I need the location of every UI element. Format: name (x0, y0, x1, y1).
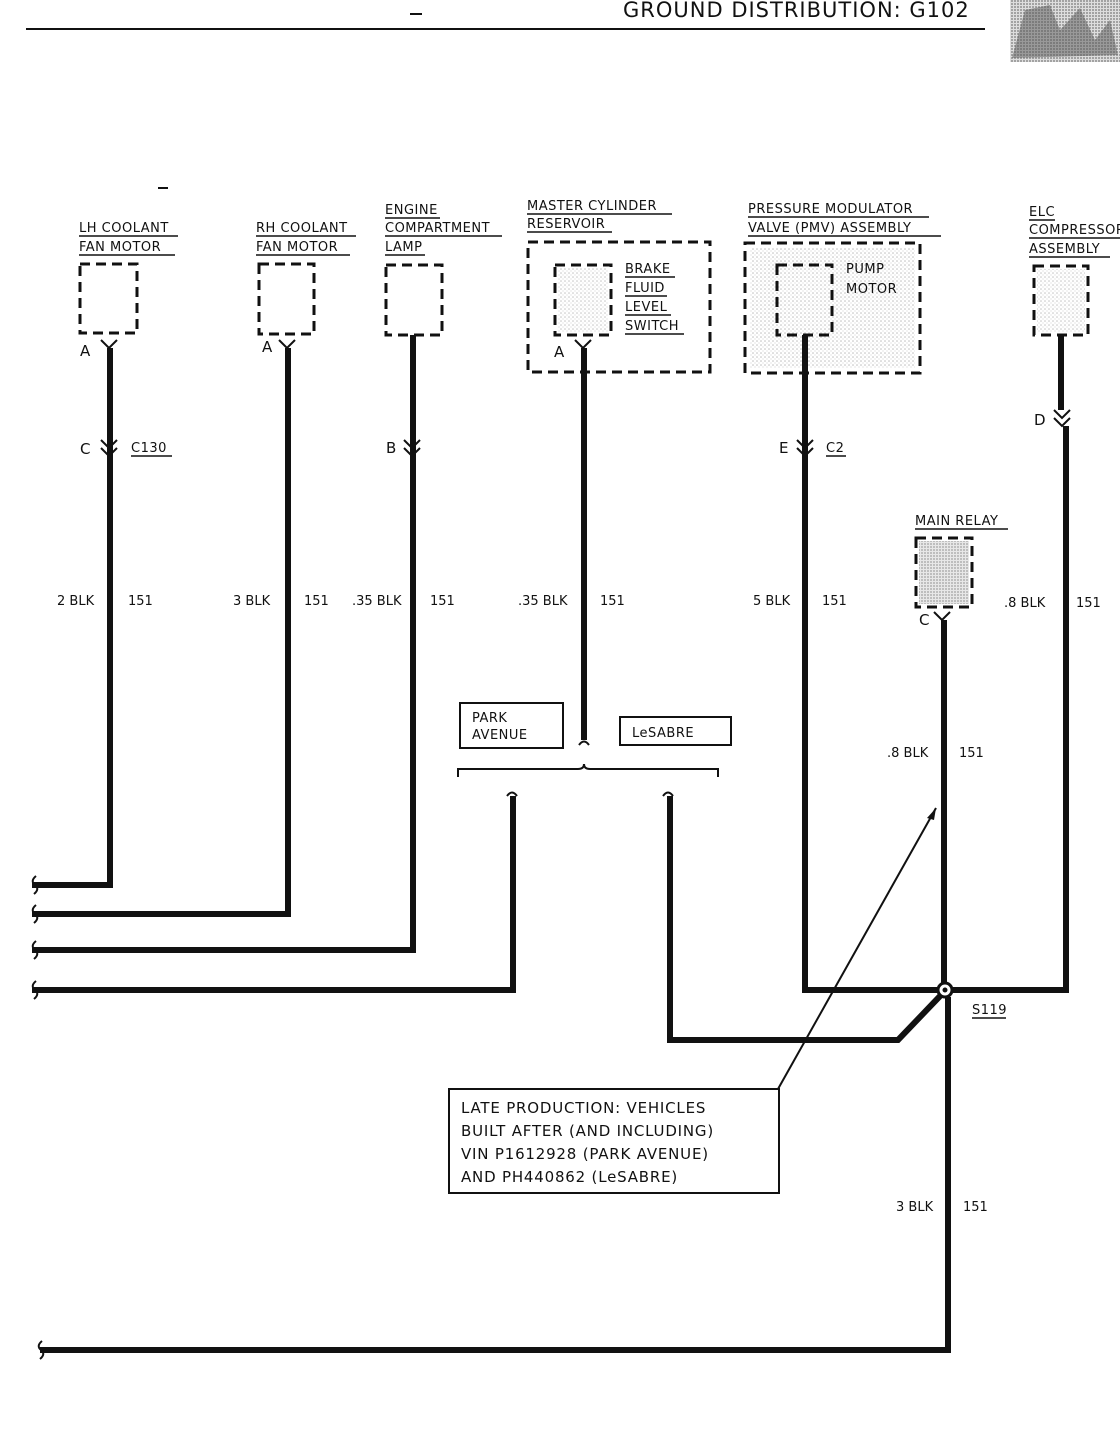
rh-fan-label-2: FAN MOTOR (256, 240, 338, 255)
late-production-note: LATE PRODUCTION: VEHICLES BUILT AFTER (A… (448, 1088, 780, 1194)
pmv-label-2: VALVE (PMV) ASSEMBLY (748, 221, 911, 236)
rh-fan-pin: A (262, 338, 273, 356)
motor-label: MOTOR (846, 282, 897, 297)
note-line-4: AND PH440862 (LeSABRE) (461, 1168, 678, 1186)
wire-gauge-label: 3 BLK (233, 594, 271, 609)
rh-fan-label-1: RH COOLANT (256, 221, 348, 236)
wire-circuit-label: 151 (963, 1200, 988, 1215)
engine-lamp-label-3: LAMP (385, 240, 423, 255)
switch-label-3: LEVEL (625, 300, 668, 315)
lesabre-label: LeSABRE (632, 726, 694, 741)
variant-lesabre-box: LeSABRE (619, 716, 732, 746)
wire-gauge-label: .35 BLK (352, 594, 402, 609)
lh-fan-label-1: LH COOLANT (79, 221, 169, 236)
wire-elc-to-splice (946, 426, 1069, 993)
wire-gauge-label: .8 BLK (1004, 596, 1046, 611)
pressure-modulator-valve-assembly: PRESSURE MODULATOR VALVE (PMV) ASSEMBLY … (743, 202, 941, 375)
wire-pmv-to-splice (802, 335, 944, 993)
wire-park-avenue-ground (32, 796, 516, 993)
park-avenue-label-2: AVENUE (472, 728, 528, 743)
engine-lamp-label-1: ENGINE (385, 203, 438, 218)
connector-c130: C C130 (80, 439, 172, 458)
elc-label-3: ASSEMBLY (1029, 242, 1100, 257)
connector-c2: E C2 (779, 439, 846, 458)
elc-label-2: COMPRESSOR (1029, 223, 1120, 238)
wire-circuit-label: 151 (430, 594, 455, 609)
master-cylinder-reservoir: MASTER CYLINDER RESERVOIR BRAKE FLUID LE… (526, 199, 712, 374)
variant-bracket (457, 763, 719, 777)
c2-label: C2 (826, 441, 844, 456)
wire-circuit-label: 151 (1076, 596, 1101, 611)
master-cyl-pin: A (554, 343, 565, 361)
engine-lamp-label-2: COMPARTMENT (385, 221, 490, 236)
note-leader-arrow (777, 807, 937, 1090)
note-line-1: LATE PRODUCTION: VEHICLES (461, 1099, 706, 1117)
elc-label-1: ELC (1029, 205, 1055, 220)
engine-compartment-lamp: ENGINE COMPARTMENT LAMP (384, 203, 502, 337)
elc-pin: D (1034, 411, 1046, 429)
wire-engine-lamp-ground (32, 335, 416, 953)
main-relay-pin: C (919, 611, 929, 629)
master-cyl-label-1: MASTER CYLINDER (527, 199, 657, 214)
wire-circuit-label: 151 (600, 594, 625, 609)
wire-lesabre-to-splice (667, 796, 945, 1043)
engine-lamp-connector: B (386, 439, 421, 458)
corner-thumbnail-image (1010, 0, 1120, 62)
wire-circuit-label: 151 (822, 594, 847, 609)
note-leader-arrowhead (927, 808, 936, 820)
wire-circuit-label: 151 (959, 746, 984, 761)
wire-gauge-label: 2 BLK (57, 594, 95, 609)
wire-lh-fan-ground (32, 348, 113, 888)
ground-wire-break-symbols (31, 875, 45, 1360)
elc-connector: D (1034, 409, 1071, 429)
master-cyl-label-2: RESERVOIR (527, 217, 605, 232)
pmv-label-1: PRESSURE MODULATOR (748, 202, 913, 217)
wire-gauge-label: 3 BLK (896, 1200, 934, 1215)
wire-circuit-label: 151 (128, 594, 153, 609)
c2-pin: E (779, 439, 788, 457)
lh-coolant-fan-motor: LH COOLANT FAN MOTOR A (78, 221, 178, 360)
wire-rh-fan-ground (32, 348, 291, 917)
splice-label: S119 (972, 1003, 1007, 1018)
variant-park-avenue-box: PARK AVENUE (459, 702, 564, 749)
engine-lamp-pin: B (386, 439, 396, 457)
wire-break-symbol (578, 740, 590, 746)
switch-label-2: FLUID (625, 281, 665, 296)
wire-break-symbol (662, 791, 674, 797)
c130-pin: C (80, 440, 90, 458)
pump-label: PUMP (846, 262, 884, 277)
wire-gauge-label: .35 BLK (518, 594, 568, 609)
switch-label-4: SWITCH (625, 319, 679, 334)
note-line-3: VIN P1612928 (PARK AVENUE) (461, 1145, 709, 1163)
wire-splice-to-ground-g102 (40, 997, 951, 1353)
main-relay-label: MAIN RELAY (915, 514, 998, 529)
wire-gauge-label: .8 BLK (887, 746, 929, 761)
park-avenue-label-1: PARK (472, 711, 507, 726)
main-relay: MAIN RELAY C (914, 514, 1008, 629)
wire-break-symbol (506, 791, 518, 797)
wire-gauge-label: 5 BLK (753, 594, 791, 609)
lh-fan-label-2: FAN MOTOR (79, 240, 161, 255)
note-line-2: BUILT AFTER (AND INCLUDING) (461, 1122, 714, 1140)
rh-coolant-fan-motor: RH COOLANT FAN MOTOR A (256, 221, 356, 356)
wire-circuit-label: 151 (304, 594, 329, 609)
lh-fan-pin: A (80, 342, 91, 360)
c130-label: C130 (131, 441, 167, 456)
page-title: GROUND DISTRIBUTION: G102 (623, 0, 970, 22)
elc-compressor-assembly: ELC COMPRESSOR ASSEMBLY (1029, 205, 1120, 337)
switch-label-1: BRAKE (625, 262, 671, 277)
